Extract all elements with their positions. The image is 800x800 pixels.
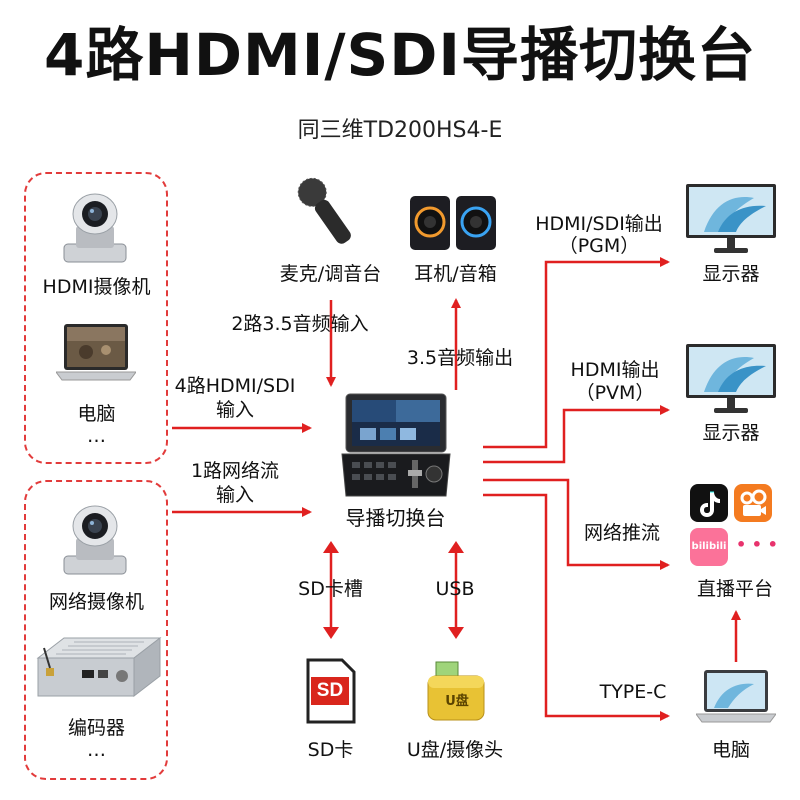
page-subtitle: 同三维TD200HS4-E — [297, 118, 503, 143]
pgm-output-label-2: （PGM） — [558, 235, 640, 257]
switcher-device-icon — [341, 393, 451, 497]
monitor-1-icon — [686, 184, 776, 253]
network-input-label-1: 1路网络流 — [190, 460, 280, 482]
group1-more: … — [87, 425, 106, 447]
network-camera-icon — [63, 505, 127, 575]
monitor-2-label: 显示器 — [702, 422, 760, 444]
hdmi-input-label-1: 4路HDMI/SDI — [174, 375, 296, 397]
stream-output-line — [483, 478, 670, 570]
audio-out-label: 3.5音频输出 — [406, 347, 514, 369]
input-group-hdmi — [24, 172, 168, 464]
encoder-icon — [36, 636, 162, 698]
network-input-label-2: 输入 — [215, 484, 254, 506]
typec-line — [483, 493, 670, 721]
pvm-output-line — [483, 405, 670, 464]
network-camera-label: 网络摄像机 — [48, 591, 144, 613]
bilibili-text: bilibili — [691, 541, 727, 552]
sd-slot-label: SD卡槽 — [298, 578, 363, 600]
group2-more: … — [87, 739, 106, 761]
pvm-output-label-1: HDMI输出 — [570, 359, 660, 381]
page-title: 4路HDMI/SDI导播切换台 — [43, 21, 757, 89]
speaker-icon — [410, 196, 496, 250]
laptop-label: 电脑 — [711, 739, 750, 761]
audio-in-label: 2路3.5音频输入 — [231, 313, 369, 335]
platform-label: 直播平台 — [696, 578, 773, 600]
pc-label: 电脑 — [77, 403, 116, 425]
tiktok-icon — [690, 484, 728, 522]
sd-card-icon: SD — [306, 658, 356, 724]
mic-label: 麦克/调音台 — [279, 263, 382, 285]
pgm-output-line — [483, 257, 670, 449]
typec-label: TYPE-C — [599, 681, 667, 703]
udisk-label: U盘/摄像头 — [406, 739, 504, 761]
hdmi-input-label-2: 输入 — [215, 399, 254, 421]
input-group-network — [24, 480, 168, 780]
microphone-icon — [297, 177, 351, 244]
platform-more-dots: • • • — [736, 535, 778, 554]
udisk-chip-text: U盘 — [445, 694, 469, 709]
monitor-1-label: 显示器 — [702, 263, 760, 285]
encoder-label: 编码器 — [67, 717, 125, 739]
kuaishou-icon — [734, 484, 772, 522]
sd-card-text: SD — [311, 677, 349, 705]
sd-card-label: SD卡 — [307, 739, 354, 761]
hdmi-camera-label: HDMI摄像机 — [42, 276, 151, 298]
hdmi-camera-icon — [63, 193, 127, 263]
stream-label: 网络推流 — [583, 522, 660, 544]
switcher-label: 导播切换台 — [345, 506, 446, 530]
usb-label: USB — [435, 578, 475, 600]
laptop-icon — [696, 670, 776, 723]
pgm-output-label-1: HDMI/SDI输出 — [535, 213, 663, 235]
monitor-2-icon — [686, 344, 776, 413]
udisk-icon: U盘 — [420, 660, 490, 724]
bilibili-icon: bilibili — [690, 528, 728, 566]
pc-laptop-icon — [56, 324, 136, 381]
pvm-output-label-2: （PVM） — [575, 382, 655, 404]
speaker-label: 耳机/音箱 — [414, 263, 497, 285]
